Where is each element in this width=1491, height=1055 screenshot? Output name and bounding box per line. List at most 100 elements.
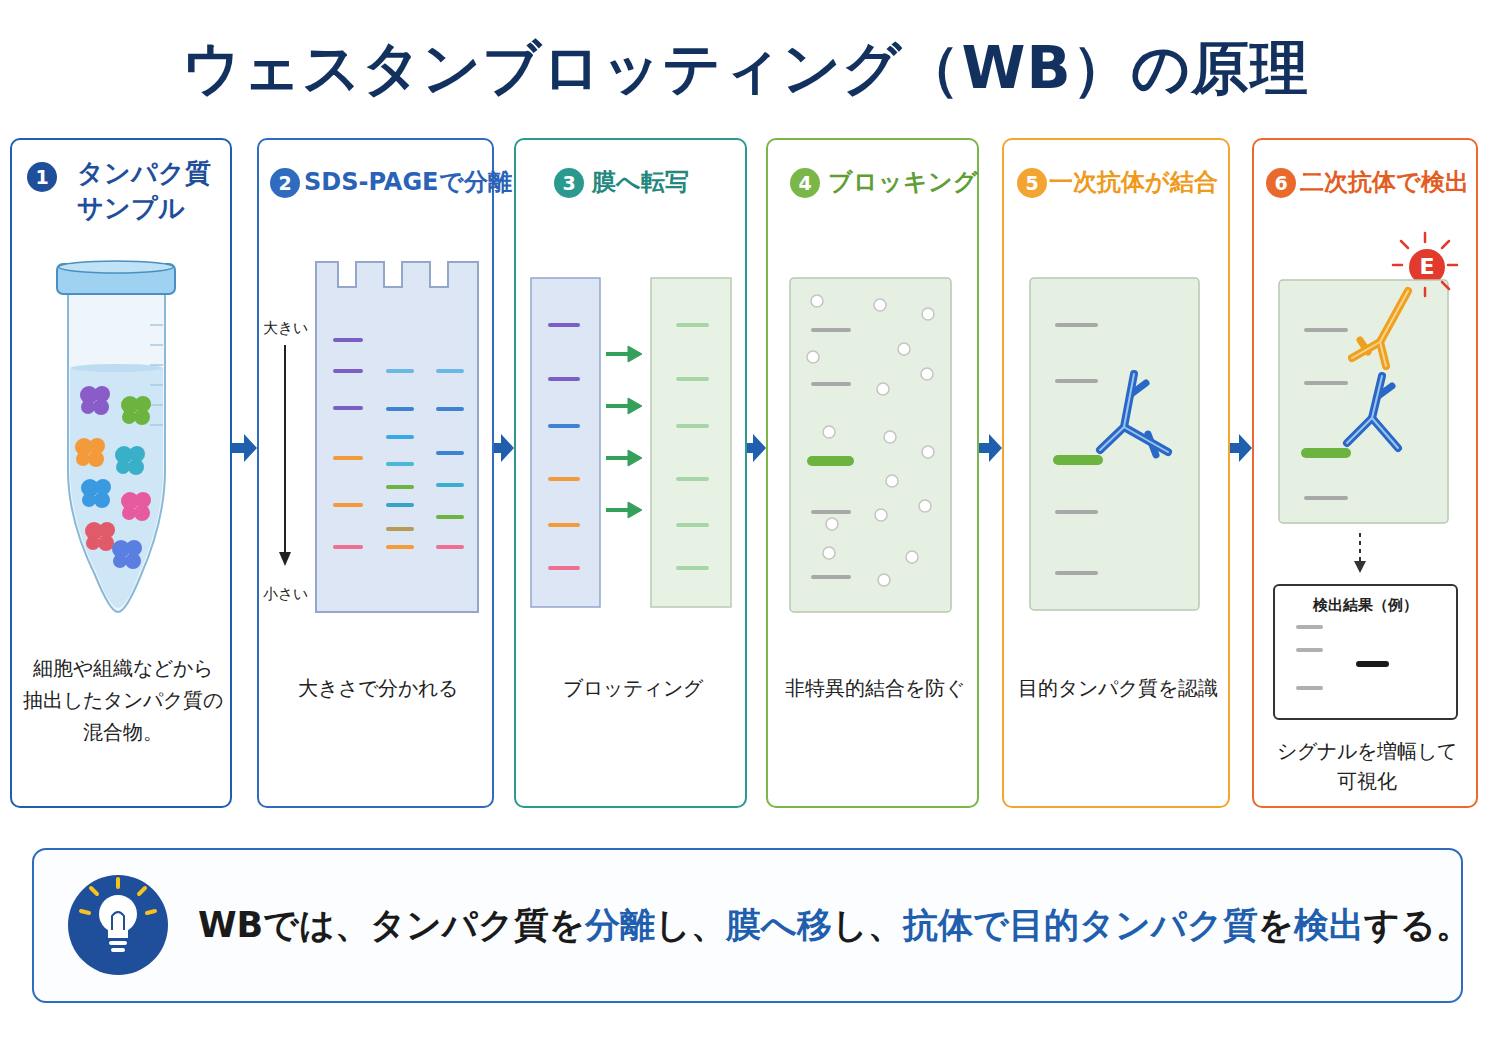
gel-band [388, 485, 412, 489]
step-number: 5 [1017, 168, 1047, 198]
gel-band [438, 545, 462, 549]
flow-arrow [494, 434, 514, 462]
result-heading: 検出結果（例） [1275, 594, 1456, 616]
membrane-band [813, 510, 849, 514]
signal-ray [1401, 241, 1408, 248]
protein-blob [115, 446, 145, 475]
step-description: 細胞や組織などから 抽出したタンパク質の 混合物。 [16, 652, 230, 748]
antibody-light-chain [1377, 386, 1392, 397]
summary-text: WBでは、タンパク質を分離し、膜へ移し、抗体で目的タンパク質を検出する。 [198, 904, 1471, 946]
result-band [1298, 625, 1321, 629]
transfer-arrow-head [628, 450, 642, 466]
bulb-filament [112, 912, 124, 930]
signal-ray [1393, 264, 1402, 267]
summary-text-part: WBでは、タンパク質を [198, 905, 585, 945]
transfer-arrow-line [606, 404, 630, 408]
antibody-chain [1100, 374, 1134, 450]
gel-band [388, 527, 412, 531]
gel-band [388, 545, 412, 549]
step-heading: 一次抗体が結合 [1049, 167, 1218, 197]
blocking-dot [877, 383, 889, 395]
flow-arrow [232, 434, 257, 462]
gel-band [438, 407, 462, 411]
antibody-highlight [1100, 374, 1134, 450]
gel-band [438, 451, 462, 455]
signal-ray [1448, 264, 1457, 267]
step-number: 3 [554, 168, 584, 198]
step-number: 6 [1266, 168, 1296, 198]
membrane-band [1306, 328, 1346, 332]
membrane-band [678, 477, 707, 481]
gel-band [550, 323, 578, 327]
antibody-light-chain [1130, 383, 1146, 395]
step-heading: 膜へ転写 [592, 167, 689, 197]
step-number-badge: 4 [790, 168, 820, 198]
step-number-badge: 1 [27, 162, 57, 192]
secondary-antibody-illustration [1279, 233, 1457, 688]
summary-box: WBでは、タンパク質を分離し、膜へ移し、抗体で目的タンパク質を検出する。 [32, 848, 1463, 1003]
membrane-band [1306, 381, 1346, 385]
membrane-band [813, 328, 849, 332]
antibody-highlight [1372, 418, 1398, 448]
gel-band [550, 377, 578, 381]
membrane-band [678, 523, 707, 527]
blocking-dot [919, 500, 931, 512]
step-heading: 二次抗体で検出 [1300, 167, 1469, 197]
lightbulb-icon [68, 875, 168, 975]
step-heading: タンパク質 サンプル [77, 156, 227, 226]
blocking-dot [922, 308, 934, 320]
protein-blob [121, 492, 151, 521]
blocking-dot [922, 446, 934, 458]
transfer-arrows [606, 346, 642, 518]
signal-ray [1442, 282, 1449, 289]
membrane [790, 278, 951, 612]
bulb-ray [91, 888, 97, 894]
blocking-dot [886, 475, 898, 487]
membrane [651, 278, 731, 607]
step-description: 目的タンパク質を認識 [1008, 672, 1228, 704]
tube-graduation [150, 384, 163, 386]
blocking-dot [884, 431, 896, 443]
protein-blob [80, 386, 110, 415]
antibody-chain [1372, 418, 1398, 448]
antibody-chain [1124, 427, 1168, 452]
primary-antibody-illustration [1030, 278, 1199, 610]
gel-band [438, 483, 462, 487]
tube-graduation [150, 364, 163, 366]
size-arrow-line [284, 345, 286, 555]
membrane-band [678, 323, 707, 327]
membrane-band [1306, 496, 1346, 500]
transfer-arrow-line [606, 456, 630, 460]
size-label: 大きい [263, 318, 308, 338]
sds-page-gel [279, 262, 478, 612]
protein-blob [121, 396, 151, 425]
flow-arrow [979, 434, 1002, 462]
antibody-light-chain [1148, 434, 1156, 455]
blocking-dot [874, 299, 886, 311]
icon-disc [68, 875, 168, 975]
target-band [1058, 455, 1098, 465]
enzyme-circle: E [1409, 249, 1445, 285]
gel-band [335, 338, 361, 342]
membrane-band [1057, 323, 1096, 327]
result-arrow-head [1354, 561, 1366, 573]
antibody-chain [1380, 342, 1386, 366]
gel-band [550, 523, 578, 527]
blocking-dot [878, 574, 890, 586]
result-box: 検出結果（例） [1273, 584, 1458, 720]
transfer-arrow-head [628, 346, 642, 362]
step-number-badge: 5 [1017, 168, 1047, 198]
membrane-band [1057, 510, 1096, 514]
tube-liquid [70, 368, 163, 608]
membrane-band [678, 377, 707, 381]
blocking-dot [811, 295, 823, 307]
antibody-chain [1347, 376, 1382, 443]
step-panel: 膜へ転写ブロッティング3 [514, 138, 747, 808]
antibody-light-chain [1360, 340, 1368, 352]
bulb-ray [147, 911, 155, 913]
membrane-band [678, 424, 707, 428]
step-panel: 二次抗体で検出シグナルを増幅して 可視化6E検出結果（例） [1252, 138, 1478, 808]
gel-band [388, 407, 412, 411]
gel-band [550, 477, 578, 481]
